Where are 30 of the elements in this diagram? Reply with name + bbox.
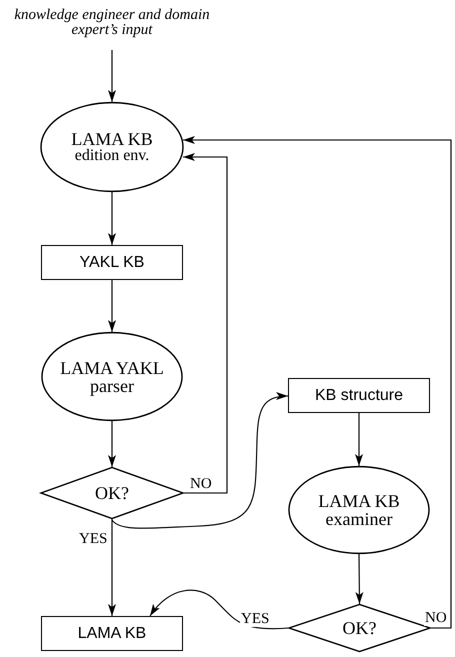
process-ellipse bbox=[288, 466, 430, 554]
arrow bbox=[108, 421, 116, 467]
node-text: LAMA KB bbox=[78, 626, 146, 642]
process-ellipse bbox=[41, 332, 183, 421]
node-text: OK? bbox=[95, 484, 129, 502]
node-text: LAMA KB examiner bbox=[317, 492, 401, 528]
node-text: KB structure bbox=[314, 388, 404, 404]
node-text: edition env. bbox=[74, 148, 150, 164]
arrow bbox=[150, 590, 290, 630]
process-ellipse bbox=[40, 102, 184, 192]
decision-diamond bbox=[41, 467, 183, 519]
process-box bbox=[41, 245, 183, 280]
arrow bbox=[108, 50, 116, 102]
edge-label: YES bbox=[240, 612, 270, 627]
arrow bbox=[112, 392, 288, 529]
arrow bbox=[183, 153, 228, 494]
arrow bbox=[108, 519, 116, 616]
edge-label: NO bbox=[424, 611, 448, 626]
process-box bbox=[288, 378, 430, 413]
process-box bbox=[41, 616, 183, 651]
arrow bbox=[108, 280, 116, 332]
arrow bbox=[355, 413, 363, 466]
arrow bbox=[183, 136, 452, 629]
node-text: OK? bbox=[342, 619, 376, 637]
node-text: LAMA KB bbox=[71, 130, 153, 148]
arrow bbox=[108, 192, 116, 245]
node-text: YAKL KB bbox=[80, 254, 144, 270]
arrow bbox=[355, 554, 364, 604]
node-text: LAMA YAKL parser bbox=[59, 358, 165, 394]
node-text: knowledge engineer and domain expert’s input bbox=[13, 8, 211, 38]
